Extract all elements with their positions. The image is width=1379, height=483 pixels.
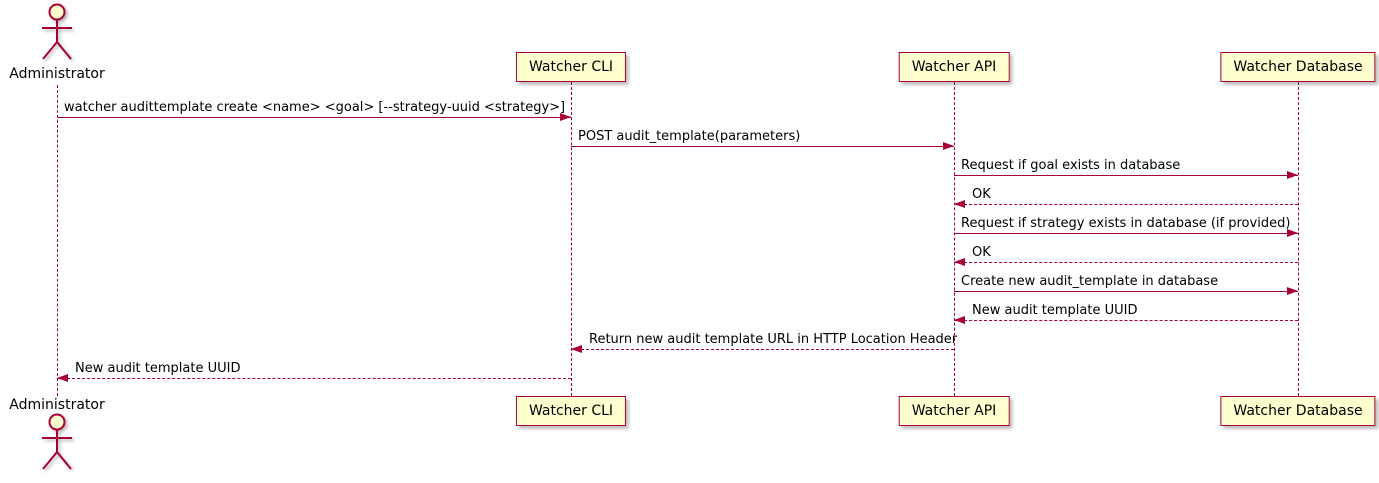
arrow-head-icon-0: [560, 113, 571, 121]
participant-cli-bottom: Watcher CLI: [515, 396, 627, 426]
message-label-8: Return new audit template URL in HTTP Lo…: [589, 332, 958, 347]
message-label-3: OK: [972, 187, 991, 202]
lifeline-admin: [57, 85, 58, 396]
message-label-6: Create new audit_template in database: [961, 274, 1219, 289]
message-label-2: Request if goal exists in database: [961, 158, 1181, 173]
message-line-9: [57, 378, 571, 379]
arrow-head-icon-1: [943, 142, 954, 150]
actor-admin-label-top: Administrator: [9, 66, 105, 82]
message-label-4: Request if strategy exists in database (…: [961, 216, 1291, 231]
actor-admin-top: [34, 2, 80, 68]
participant-cli-top: Watcher CLI: [515, 52, 627, 82]
arrow-head-icon-7: [954, 316, 965, 324]
message-line-2: [954, 175, 1298, 176]
stick-figure-icon: [42, 3, 72, 60]
participant-db-bottom: Watcher Database: [1220, 396, 1376, 426]
actor-admin-label-bottom: Administrator: [9, 397, 105, 413]
message-line-8: [571, 349, 954, 350]
arrow-head-icon-2: [1287, 171, 1298, 179]
participant-api-top: Watcher API: [898, 52, 1010, 82]
message-line-6: [954, 291, 1298, 292]
actor-admin-bottom: [34, 412, 80, 478]
arrow-head-icon-8: [571, 345, 582, 353]
message-label-7: New audit template UUID: [972, 303, 1138, 318]
participant-db-top: Watcher Database: [1220, 52, 1376, 82]
arrow-head-icon-3: [954, 200, 965, 208]
message-label-0: watcher audittemplate create <name> <goa…: [64, 100, 566, 115]
participant-api-bottom: Watcher API: [898, 396, 1010, 426]
lifeline-api: [954, 82, 955, 396]
message-line-3: [954, 204, 1298, 205]
message-line-5: [954, 262, 1298, 263]
message-label-5: OK: [972, 245, 991, 260]
arrow-head-icon-5: [954, 258, 965, 266]
message-line-7: [954, 320, 1298, 321]
arrow-head-icon-4: [1287, 229, 1298, 237]
stick-figure-icon: [42, 413, 72, 470]
message-line-1: [571, 146, 954, 147]
lifeline-cli: [571, 82, 572, 396]
message-line-0: [57, 117, 571, 118]
message-label-9: New audit template UUID: [75, 361, 241, 376]
arrow-head-icon-9: [57, 374, 68, 382]
lifeline-db: [1298, 82, 1299, 396]
message-line-4: [954, 233, 1298, 234]
message-label-1: POST audit_template(parameters): [578, 129, 801, 144]
arrow-head-icon-6: [1287, 287, 1298, 295]
